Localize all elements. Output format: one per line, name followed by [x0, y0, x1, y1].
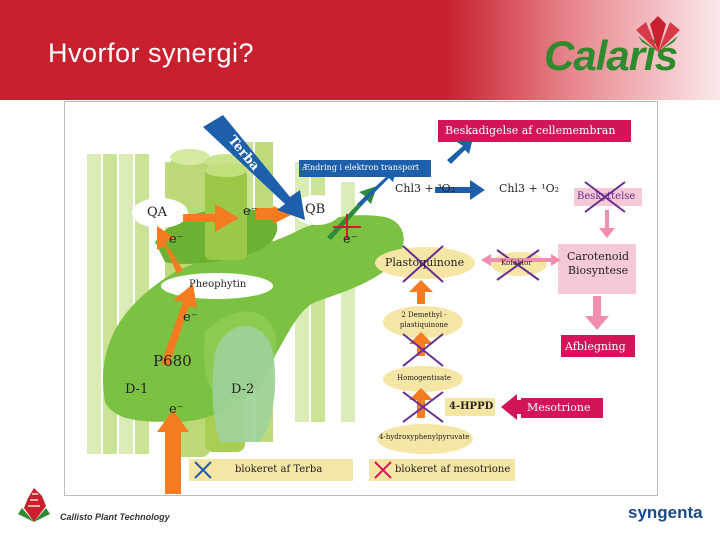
label-e-top: e⁻	[243, 204, 258, 219]
label-qb: QB	[305, 202, 326, 217]
label-dimethyl: 2 Demethyl -plastiquinone	[399, 311, 449, 329]
label-protection: Beskyttelse	[577, 191, 636, 202]
legend-mesotrione: blokeret af mesotrione	[395, 464, 511, 475]
label-e-bottom: e⁻	[169, 402, 184, 417]
label-bleaching: Afblegning	[565, 340, 626, 353]
header-banner	[0, 0, 720, 100]
label-chl3-right: Chl3 + ¹O₂	[499, 182, 560, 195]
callisto-plant-technology: Callisto Plant Technology	[60, 512, 170, 522]
label-e-left: e⁻	[169, 232, 184, 247]
slide-title: Hvorfor synergi?	[48, 38, 255, 68]
label-carotenoid: Carotenoid Biosyntese	[566, 250, 630, 277]
label-plastoquinone: Plastoquinone	[385, 256, 465, 269]
photosynthesis-diagram: Terba Beskadigelse af cellemembran Ændri…	[64, 101, 658, 496]
label-mesotrione: Mesotrione	[527, 401, 591, 414]
label-cofactor: Kofaktor	[501, 259, 532, 267]
label-hppd: 4-HPPD	[449, 401, 494, 412]
legend-terba: blokeret af Terba	[235, 464, 323, 475]
label-chl3-left: Chl3 + ³O₂	[395, 182, 456, 195]
syngenta-logo: syngenta	[628, 503, 703, 522]
label-p680: P680	[153, 352, 192, 370]
label-electron-change: Ændring i elektron transport	[302, 163, 420, 172]
label-damage: Beskadigelse af cellemembran	[445, 124, 616, 137]
callisto-flower-icon	[18, 488, 50, 522]
label-pheophytin: Pheophytin	[189, 279, 247, 290]
calaris-flower-icon	[636, 16, 680, 52]
diagram-graphic	[87, 115, 642, 494]
label-hydroxy: 4-hydroxyphenylpyruvate	[379, 433, 470, 441]
label-d1: D-1	[125, 382, 149, 397]
label-homogentisate: Homogentisate	[397, 374, 452, 382]
label-e-right: e⁻	[343, 232, 358, 247]
label-d2: D-2	[231, 382, 255, 397]
label-e-mid: e⁻	[183, 310, 198, 325]
label-qa: QA	[147, 205, 168, 220]
